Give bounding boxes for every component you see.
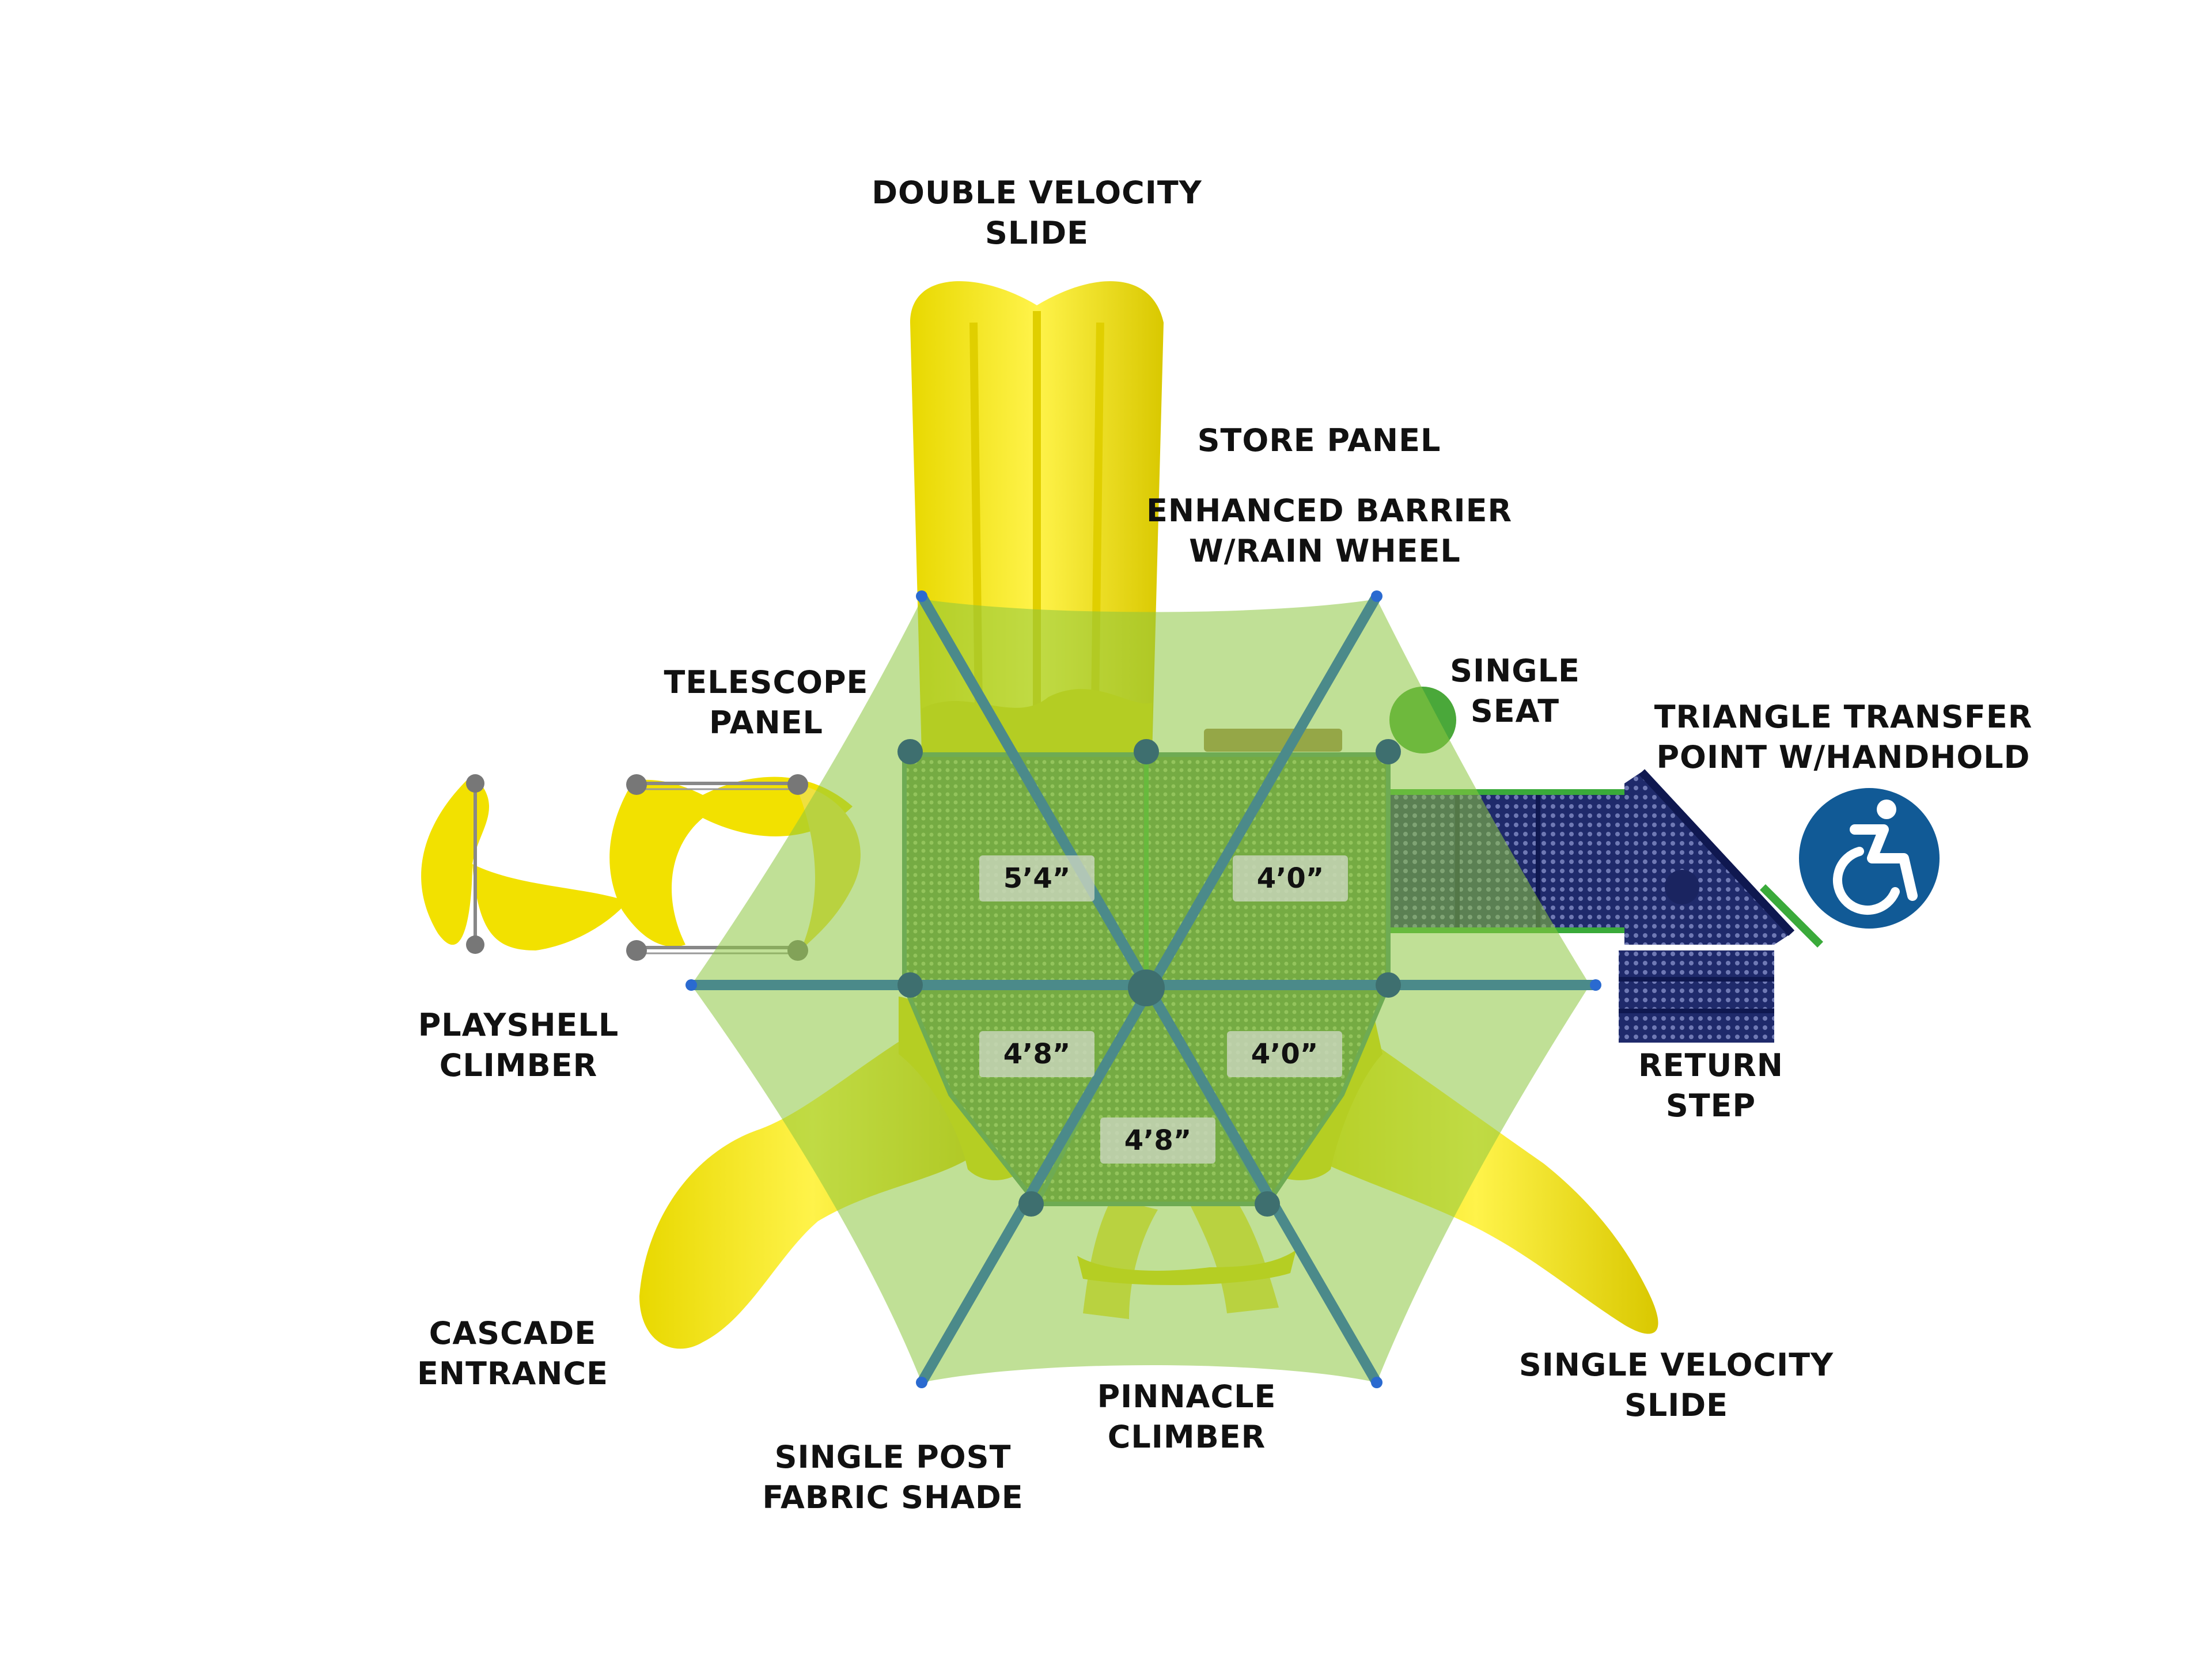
return-step xyxy=(1619,950,1774,1043)
label-single-seat: SINGLE SEAT xyxy=(1450,653,1580,729)
wheelchair-accessibility-icon xyxy=(1799,788,1940,929)
label-single-post-fabric-shade: SINGLE POST FABRIC SHADE xyxy=(762,1439,1024,1516)
label-telescope-panel: TELESCOPE PANEL xyxy=(664,664,869,741)
deck-height-mid-left: 4’8” xyxy=(979,1031,1094,1077)
deck-height-top-right: 4’0” xyxy=(1233,855,1348,901)
label-playshell-climber: PLAYSHELL CLIMBER xyxy=(418,1007,619,1084)
label-triangle-transfer-point: TRIANGLE TRANSFER POINT W/HANDHOLD xyxy=(1654,699,2033,775)
label-pinnacle-climber: PINNACLE CLIMBER xyxy=(1097,1378,1277,1455)
playshell-climber-left xyxy=(421,774,628,954)
label-cascade-entrance: CASCADE ENTRANCE xyxy=(417,1315,608,1392)
deck-height-mid-right: 4’0” xyxy=(1227,1031,1342,1077)
frame-joints xyxy=(685,590,1601,1388)
label-single-velocity-slide: SINGLE VELOCITY SLIDE xyxy=(1518,1347,1834,1423)
label-store-panel: STORE PANEL xyxy=(1197,422,1441,459)
label-enhanced-barrier: ENHANCED BARRIER W/RAIN WHEEL xyxy=(1146,493,1513,569)
label-return-step: RETURN STEP xyxy=(1638,1047,1783,1124)
label-double-velocity-slide: DOUBLE VELOCITY SLIDE xyxy=(872,175,1202,251)
deck-height-bottom: 4’8” xyxy=(1100,1117,1215,1164)
deck-height-top-left: 5’4” xyxy=(979,855,1094,901)
